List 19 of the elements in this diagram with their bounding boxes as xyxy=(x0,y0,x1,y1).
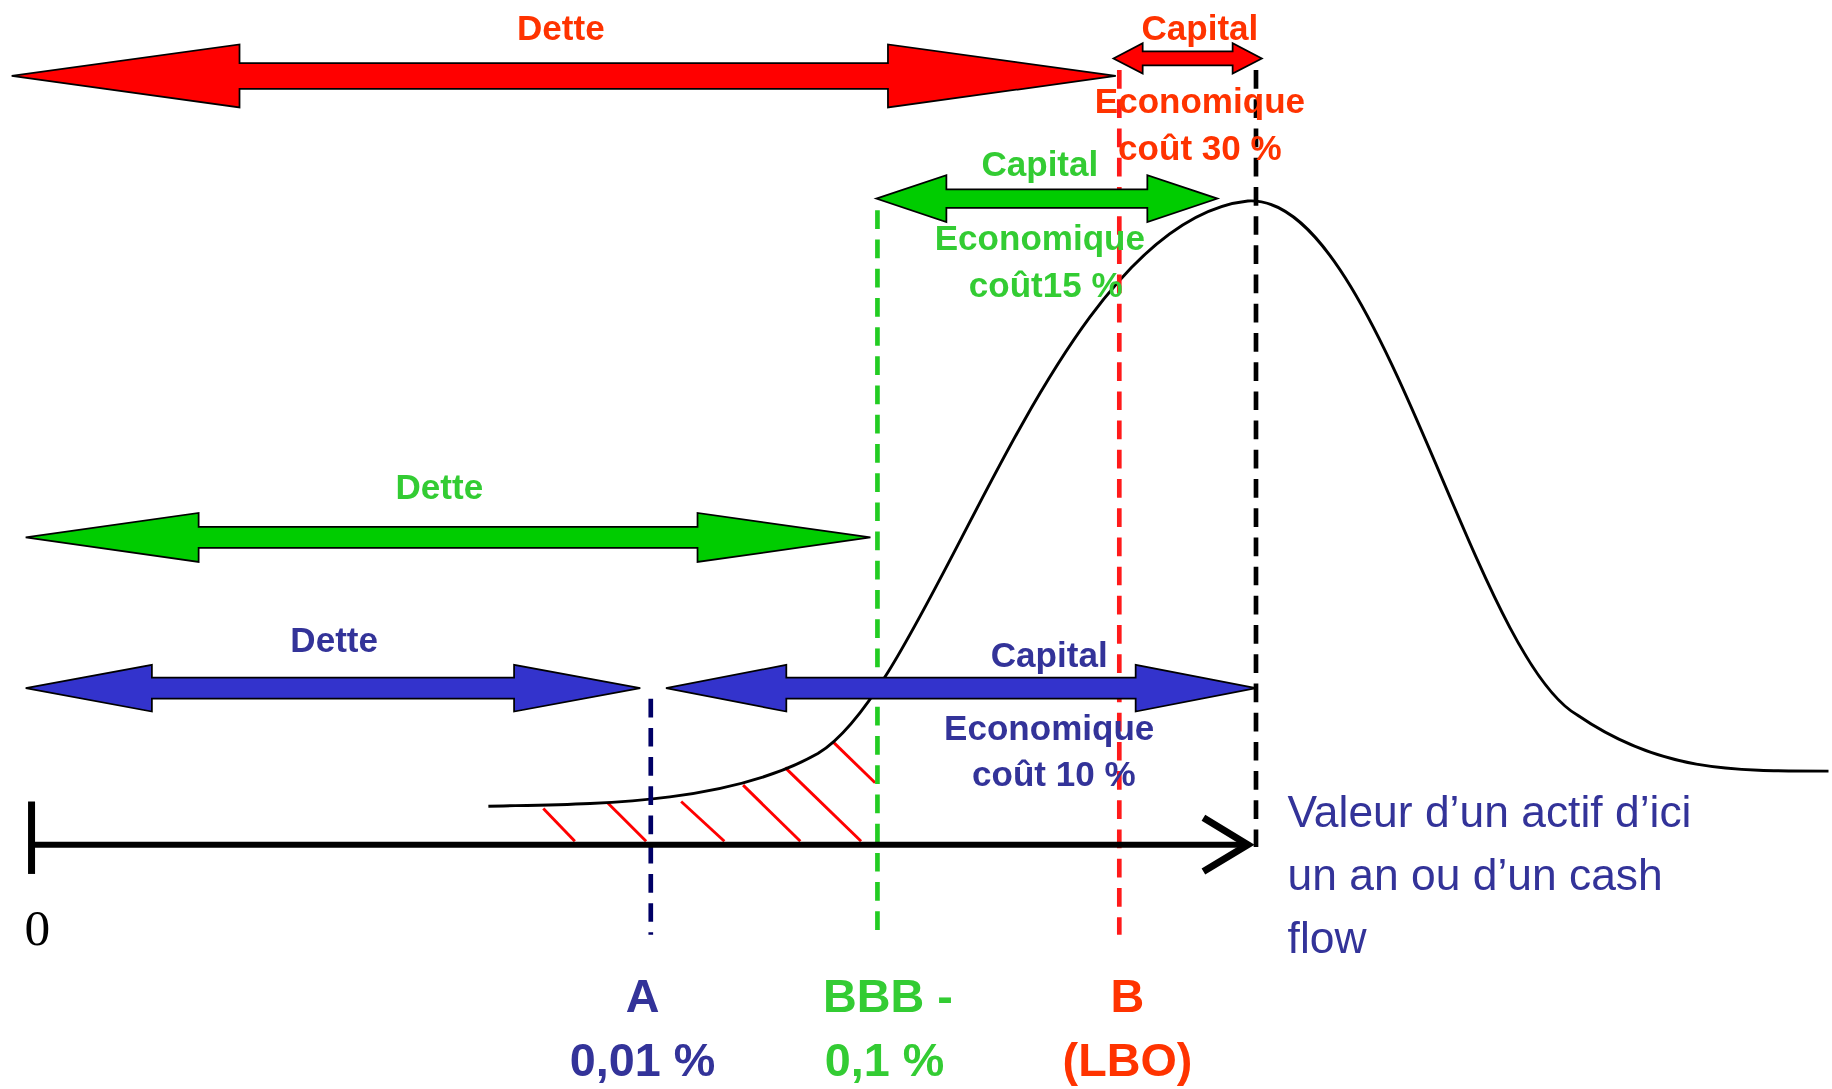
axis-label: Valeur d’un actif d’ici un an ou d’un cash flow xyxy=(1287,786,1693,965)
range-label: Economique xyxy=(944,710,1155,746)
range-label: Dette xyxy=(290,622,378,658)
probability-label: 0,1 % xyxy=(824,1036,945,1084)
range-label: coût 30 % xyxy=(1118,130,1282,166)
probability-label: 0,01 % xyxy=(569,1036,716,1084)
range-label: Dette xyxy=(517,10,605,46)
rating-label: A xyxy=(625,972,660,1019)
range-label: Capital xyxy=(990,637,1108,673)
range-label: Economique xyxy=(934,220,1145,256)
rating-label: BBB - xyxy=(823,972,953,1019)
range-label: coût 10 % xyxy=(972,757,1136,793)
range-label: Capital xyxy=(981,147,1099,183)
origin-label: 0 xyxy=(24,903,51,955)
range-label: Dette xyxy=(395,469,484,505)
range-label: Capital xyxy=(1141,10,1259,46)
probability-label: (LBO) xyxy=(1062,1036,1193,1084)
rating-label: B xyxy=(1110,972,1145,1019)
range-label: Economique xyxy=(1094,84,1306,120)
